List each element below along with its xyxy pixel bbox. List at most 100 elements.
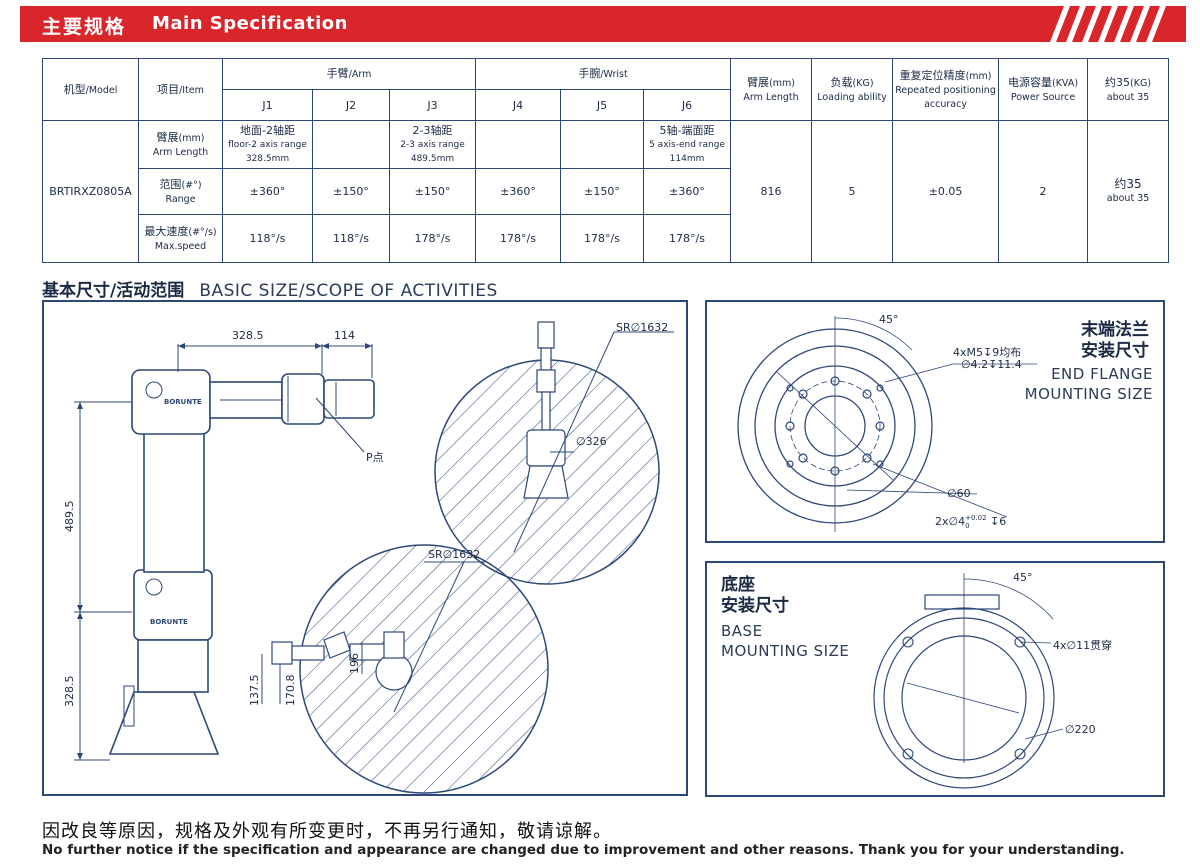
dimension-lines bbox=[74, 344, 373, 761]
base-angle: 45° bbox=[1013, 571, 1033, 584]
j4-range: ±360° bbox=[475, 168, 562, 215]
flange-pin-depth: ↧6 bbox=[990, 515, 1007, 528]
joint-j5: J5 bbox=[560, 89, 645, 121]
spec-table: 机型/Model 项目/Item 手臂/Arm 手腕/Wrist 臂展(mm)A… bbox=[42, 58, 1170, 263]
j2-speed: 118°/s bbox=[312, 214, 390, 263]
header-arm-length: 臂展(mm)Arm Length bbox=[730, 58, 813, 121]
drawing-panel: BORUNTE BORUNTE 328.5 114 4 bbox=[42, 300, 688, 796]
dim-170-8: 170.8 bbox=[284, 674, 297, 707]
j2-arm-length bbox=[312, 120, 390, 169]
flange-pin-tol-lo: 0 bbox=[965, 522, 970, 530]
j4-speed: 178°/s bbox=[475, 214, 562, 263]
model-cell: BRTIRXZ0805A bbox=[42, 120, 139, 263]
j1-speed: 118°/s bbox=[222, 214, 313, 263]
robot-logo-upper: BORUNTE bbox=[164, 398, 202, 406]
dimension-arrows bbox=[77, 343, 372, 760]
power-value: 2 bbox=[998, 120, 1089, 263]
j3-range: ±150° bbox=[388, 168, 477, 215]
header-title-en: Main Specification bbox=[152, 13, 348, 34]
base-holes bbox=[902, 636, 1026, 760]
arm-length-value: 816 bbox=[730, 120, 813, 263]
base-holes-label: 4x∅11贯穿 bbox=[1053, 639, 1113, 652]
flange-d60: ∅60 bbox=[947, 487, 971, 500]
dim-489-5: 489.5 bbox=[63, 500, 76, 533]
joint-j6: J6 bbox=[643, 89, 732, 121]
robot-logo-lower: BORUNTE bbox=[150, 618, 188, 626]
flange-pin-tol-up: +0.02 bbox=[965, 514, 987, 522]
flange-title-cn: 末端法兰安装尺寸 bbox=[1081, 320, 1149, 361]
side-view-robot bbox=[271, 631, 413, 691]
leader-sr1 bbox=[513, 331, 615, 553]
dim-114: 114 bbox=[334, 329, 355, 342]
section-title-en: BASIC SIZE/SCOPE OF ACTIVITIES bbox=[199, 281, 498, 301]
item-range: 范围(#°)Range bbox=[138, 168, 223, 215]
dim-328-5: 328.5 bbox=[232, 329, 264, 342]
table-header-row-1: 机型/Model 项目/Item 手臂/Arm 手腕/Wrist 臂展(mm)A… bbox=[42, 58, 1170, 121]
j4-arm-length bbox=[475, 120, 562, 169]
j6-speed: 178°/s bbox=[643, 214, 732, 263]
banner-graphic bbox=[20, 6, 1186, 42]
dim-137-5: 137.5 bbox=[248, 674, 261, 707]
j5-range: ±150° bbox=[560, 168, 645, 215]
dim-196: 196 bbox=[348, 653, 361, 674]
joint-j3: J3 bbox=[388, 89, 477, 121]
header-arm: 手臂/Arm bbox=[221, 58, 477, 90]
j2-range: ±150° bbox=[312, 168, 390, 215]
joint-j4: J4 bbox=[475, 89, 562, 121]
header-weight: 约35(KG)about 35 bbox=[1087, 58, 1170, 121]
section-title: 基本尺寸/活动范围 BASIC SIZE/SCOPE OF ACTIVITIES bbox=[42, 276, 498, 301]
sr-label-side: SR∅1632 bbox=[428, 548, 481, 561]
j3-speed: 178°/s bbox=[388, 214, 477, 263]
joint-j1: J1 bbox=[222, 89, 313, 121]
d326-label: ∅326 bbox=[576, 435, 607, 448]
flange-drawing bbox=[737, 316, 1037, 532]
top-view-robot bbox=[523, 321, 569, 499]
j6-range: ±360° bbox=[643, 168, 732, 215]
header-title-cn: 主要规格 bbox=[42, 16, 127, 38]
header-item: 项目/Item bbox=[138, 58, 223, 121]
leader-sr2 bbox=[393, 561, 465, 713]
robot-arm bbox=[108, 369, 375, 755]
flange-angle: 45° bbox=[879, 313, 899, 326]
flange-holes bbox=[785, 376, 885, 476]
header-wrist: 手腕/Wrist bbox=[475, 58, 732, 90]
repeatability-value: ±0.05 bbox=[892, 120, 1000, 263]
table-header-row-2: J1 J2 J3 J4 J5 J6 bbox=[43, 89, 1169, 121]
joint-j2: J2 bbox=[312, 89, 390, 121]
base-d220: ∅220 bbox=[1065, 723, 1096, 736]
j5-speed: 178°/s bbox=[560, 214, 645, 263]
p-point-label: P点 bbox=[366, 451, 384, 464]
flange-pin-dia: 2x∅4 bbox=[935, 515, 966, 528]
base-drawing bbox=[873, 573, 1064, 789]
header-banner: 主要规格 Main Specification bbox=[20, 6, 1186, 42]
footer-note-en: No further notice if the specification a… bbox=[42, 842, 1125, 858]
robot-drawing: BORUNTE BORUNTE bbox=[74, 321, 674, 794]
header-load: 负载(KG)Loading ability bbox=[811, 58, 894, 121]
item-speed: 最大速度(#°/s)Max.speed bbox=[138, 214, 223, 263]
base-centerlines bbox=[906, 573, 1064, 763]
robot-details bbox=[123, 376, 337, 727]
section-title-cn: 基本尺寸/活动范围 bbox=[42, 281, 185, 301]
footer-note-cn: 因改良等原因，规格及外观有所变更时，不再另行通知，敬请谅解。 bbox=[42, 821, 612, 842]
flange-centerlines bbox=[776, 316, 1037, 532]
envelope-side-view bbox=[299, 544, 549, 794]
flange-hole-spec: 4xM5↧9均布 bbox=[953, 346, 1022, 359]
j1-range: ±360° bbox=[222, 168, 313, 215]
j5-arm-length bbox=[560, 120, 645, 169]
dim-328-5-base: 328.5 bbox=[63, 675, 76, 708]
table-row-speed: 最大速度(#°/s)Max.speed 118°/s 118°/s 178°/s… bbox=[43, 214, 1169, 263]
load-value: 5 bbox=[811, 120, 894, 263]
item-arm-length: 臂展(mm)Arm Length bbox=[138, 120, 223, 169]
base-title-cn: 底座安装尺寸 bbox=[721, 575, 789, 616]
